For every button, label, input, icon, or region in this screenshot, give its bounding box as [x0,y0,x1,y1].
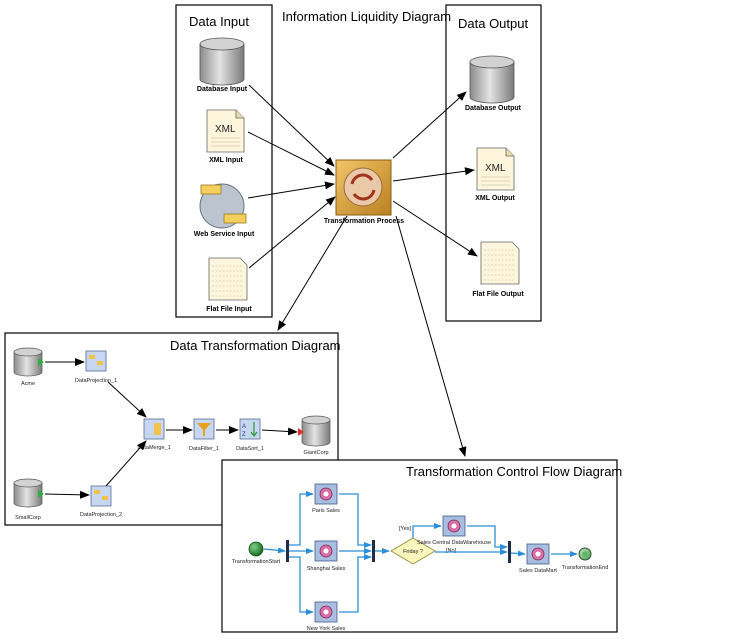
dt-projection1-node[interactable]: DataProjection_1 [75,350,117,384]
dt-merge-label: DataMerge_1 [137,445,170,451]
data-transformation-title: Data Transformation Diagram [170,338,341,353]
edge-web-service-input-to-process [247,181,335,199]
cf-end-label: TransformationEnd [562,565,609,571]
dt-filter-label: DataFilter_1 [189,446,219,452]
database-output-label: Database Output [465,105,522,112]
transformation-process-node[interactable]: Transformation Process [324,159,404,225]
dt-acme-node[interactable]: Acme [13,347,44,387]
cf-yes-guard: [Yes] [399,526,412,532]
dt-sort-node[interactable]: A Z DataSort_1 [236,418,264,452]
edge-process-to-control-flow-diagram [395,215,467,457]
xml-output-node[interactable]: XML XML Output [475,147,515,202]
dt-projection2-node[interactable]: DataProjection_2 [80,485,122,518]
cf-merge-bar [508,541,511,563]
web-service-input-node[interactable]: Web Service Input [194,183,255,238]
dt-giantcorp-node[interactable]: GiantCorp [298,415,331,456]
sort-az-icon: A [242,424,246,430]
cf-warehouse-node[interactable]: Sales Central DataWarehouse [417,515,491,546]
xml-input-node[interactable]: XML XML Input [206,109,245,164]
edge-process-to-transformation-diagram [277,215,348,331]
database-input-label: Database Input [197,86,248,93]
funnel-icon [197,423,211,436]
flat-file-input-node[interactable]: Flat File Input [206,257,252,313]
edge-process-to-flat-file-output [392,200,478,257]
edge-process-to-database-output [392,91,467,159]
data-output-title: Data Output [458,16,528,31]
cf-edges [263,491,578,615]
cf-shanghai-sales-node[interactable]: Shanghai Sales [307,540,346,572]
dt-giantcorp-label: GiantCorp [303,450,328,456]
xml-input-label: XML Input [209,157,243,164]
flat-file-output-node[interactable]: Flat File Output [472,241,524,298]
web-service-input-label: Web Service Input [194,231,255,238]
control-flow-title: Transformation Control Flow Diagram [406,464,622,479]
cf-join-bar [372,540,375,562]
cf-decision-node[interactable]: Friday ? [390,537,436,565]
cf-datamart-node[interactable]: Sales DataMart [519,543,557,574]
dt-smallcorp-label: SmallCorp [15,515,41,521]
refresh-icon [350,173,376,201]
dt-edges [44,358,298,499]
edge-process-to-xml-output [392,167,475,182]
dt-merge-node[interactable]: DataMerge_1 [137,418,171,451]
cf-start-node[interactable]: TransformationStart [232,541,281,565]
edge-flat-file-input-to-process [248,196,336,269]
cf-new-york-sales-label: New York Sales [307,626,346,632]
cf-shanghai-sales-label: Shanghai Sales [307,566,346,572]
svg-text:Z: Z [242,432,246,438]
flat-file-output-label: Flat File Output [472,291,524,298]
cf-new-york-sales-node[interactable]: New York Sales [307,601,346,632]
transformation-process-label: Transformation Process [324,218,404,225]
cf-datamart-label: Sales DataMart [519,568,557,574]
top-edges [247,84,478,457]
cf-end-node[interactable]: TransformationEnd [562,547,609,571]
xml-output-label: XML Output [475,195,515,202]
cf-decision-label: Friday ? [403,549,423,555]
flat-file-input-label: Flat File Input [206,306,252,313]
dt-sort-label: DataSort_1 [236,446,264,452]
dt-filter-node[interactable]: DataFilter_1 [189,418,219,452]
xml-input-glyph: XML [215,124,236,135]
cf-paris-sales-label: Paris Sales [312,508,340,514]
dt-projection1-label: DataProjection_1 [75,378,117,384]
database-input-node[interactable]: Database Input [197,37,248,93]
diagram-title: Information Liquidity Diagram [282,9,451,24]
dt-projection2-label: DataProjection_2 [80,512,122,518]
cf-no-guard: [No] [446,548,457,554]
edge-xml-input-to-process [247,131,335,176]
cf-warehouse-label: Sales Central DataWarehouse [417,540,491,546]
cf-start-label: TransformationStart [232,559,281,565]
cf-fork-bar [286,540,289,562]
edge-database-input-to-process [248,84,335,167]
data-input-title: Data Input [189,14,249,29]
cf-paris-sales-node[interactable]: Paris Sales [312,483,340,514]
database-output-node[interactable]: Database Output [465,55,522,112]
dt-acme-label: Acme [21,381,35,387]
xml-output-glyph: XML [485,163,506,174]
dt-smallcorp-node[interactable]: SmallCorp [13,478,44,521]
